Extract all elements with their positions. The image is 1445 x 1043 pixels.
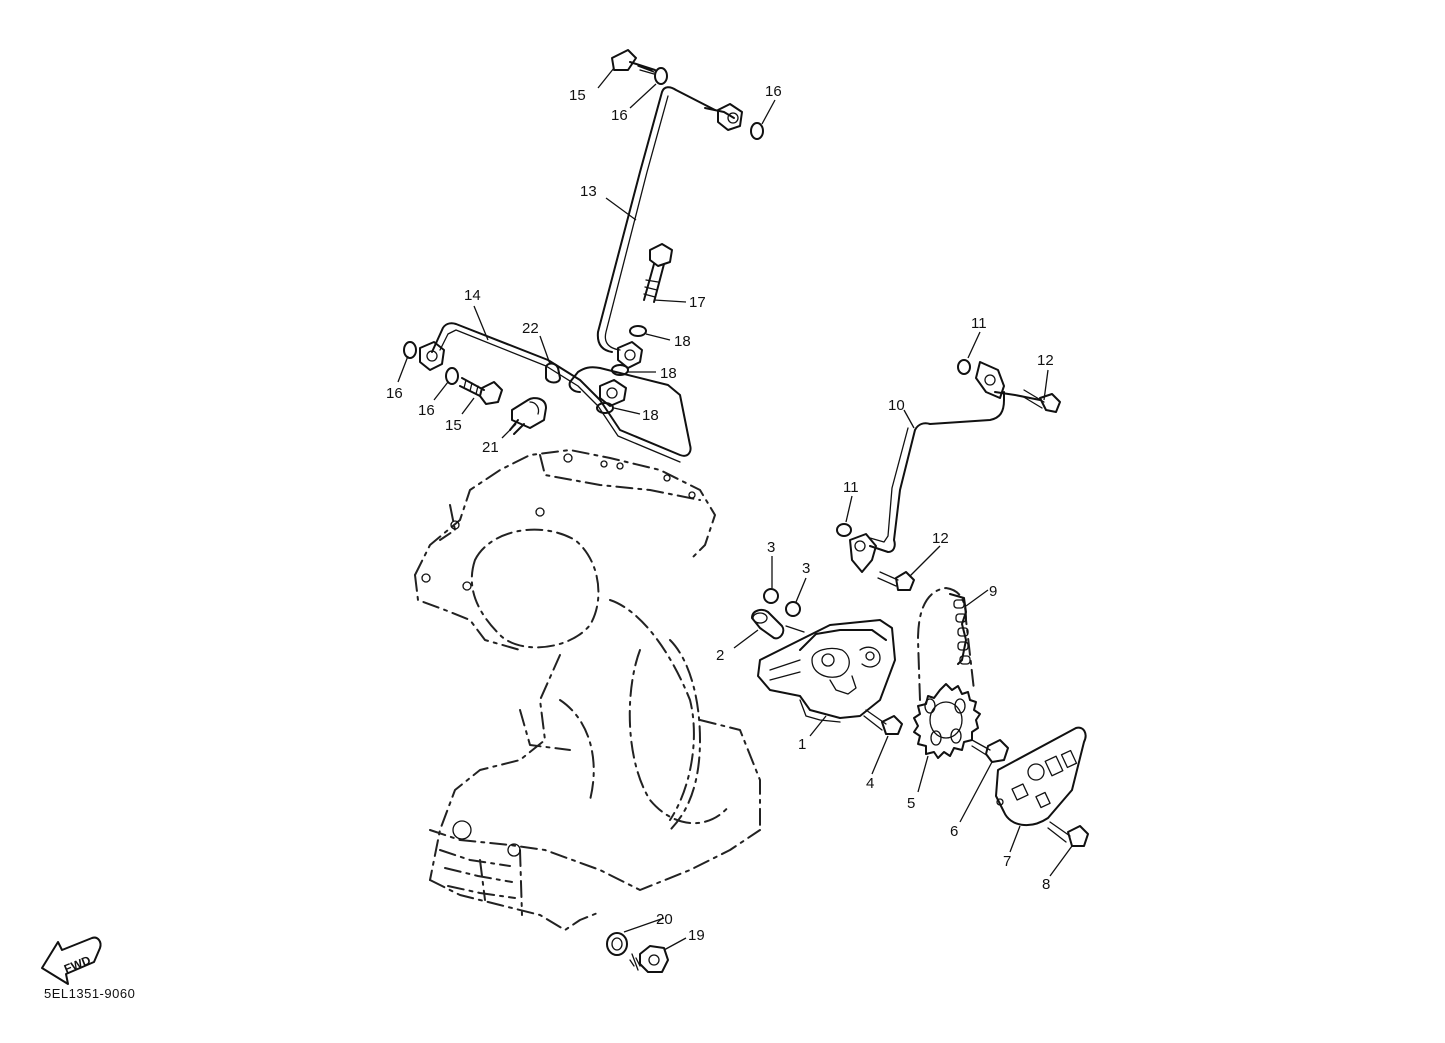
oil-delivery-pipe-14 — [431, 322, 692, 463]
leader-lines — [397, 67, 1073, 951]
callout-15-left: 15 — [445, 417, 462, 434]
oil-pump-sprocket-cover-7 — [995, 726, 1087, 827]
callout-18-b: 18 — [660, 365, 677, 382]
bolt-6 — [971, 739, 1009, 763]
callout-17: 17 — [689, 294, 706, 311]
callout-labels: 15 16 16 13 17 18 18 18 14 22 16 16 15 2… — [386, 83, 1054, 944]
union-bolt-15-left — [459, 377, 503, 405]
oil-pump-assembly-1 — [757, 619, 896, 723]
o-ring-3-a — [763, 588, 779, 604]
oil-pump-drive-sprocket-5 — [913, 683, 981, 759]
callout-3-b: 3 — [802, 560, 810, 577]
callout-7: 7 — [1003, 853, 1011, 870]
callout-5: 5 — [907, 795, 915, 812]
o-ring-3-b — [785, 601, 801, 617]
o-ring-11-lower — [836, 523, 852, 537]
callout-21: 21 — [482, 439, 499, 456]
callout-15-top: 15 — [569, 87, 586, 104]
callout-18-a: 18 — [674, 333, 691, 350]
callout-9: 9 — [989, 583, 997, 600]
washer-18-a — [629, 325, 647, 337]
bolt-12-upper — [1021, 389, 1061, 413]
callout-11-upper: 11 — [971, 315, 987, 332]
pipe-flange-lower — [849, 533, 877, 573]
washer-16-left-b — [445, 367, 459, 385]
oil-delivery-pipe-10 — [869, 391, 1041, 553]
pipe-fitting-top — [717, 103, 743, 131]
diagram-code: 5EL1351-9060 — [44, 986, 135, 1001]
callout-16-top-right: 16 — [765, 83, 782, 100]
callout-16-top-left: 16 — [611, 107, 628, 124]
washer-16-top-b — [750, 122, 764, 140]
callout-11-lower: 11 — [843, 479, 859, 496]
callout-12-upper: 12 — [1037, 352, 1054, 369]
pipe-fitting-left — [419, 341, 445, 371]
o-ring-11-upper — [957, 359, 971, 375]
bolt-12-lower — [877, 571, 915, 591]
union-bolt-17 — [643, 243, 673, 303]
bolt-8 — [1047, 821, 1089, 847]
callout-14: 14 — [464, 287, 481, 304]
callout-22: 22 — [522, 320, 539, 337]
fwd-label: FWD — [62, 953, 93, 976]
callout-13: 13 — [580, 183, 597, 200]
gasket-20 — [606, 932, 628, 956]
bolt-4 — [863, 709, 903, 735]
callout-2: 2 — [716, 647, 724, 664]
oil-delivery-pipe-13 — [596, 86, 735, 353]
callout-6: 6 — [950, 823, 958, 840]
pipe-junction-lower — [599, 379, 627, 407]
callout-4: 4 — [866, 775, 874, 792]
callout-1: 1 — [798, 736, 806, 753]
pipe-flange-upper — [975, 361, 1005, 399]
union-bolt-15-top — [611, 49, 656, 75]
engine-outline — [414, 449, 761, 931]
chain-9 — [917, 587, 975, 701]
fwd-arrow-icon: FWD — [41, 936, 102, 985]
callout-8: 8 — [1042, 876, 1050, 893]
pipe-junction-upper — [617, 341, 643, 369]
drain-bolt-19 — [629, 945, 669, 973]
washer-16-top-a — [654, 67, 668, 85]
callout-20: 20 — [656, 911, 673, 928]
callout-12-lower: 12 — [932, 530, 949, 547]
callout-10: 10 — [888, 397, 905, 414]
gasket-20-hole — [611, 937, 623, 951]
callout-19: 19 — [688, 927, 705, 944]
callout-16-left-a: 16 — [386, 385, 403, 402]
clamp-22 — [545, 362, 561, 384]
collar-2 — [751, 609, 805, 640]
callout-18-c: 18 — [642, 407, 659, 424]
clamp-21 — [509, 397, 547, 435]
callout-16-left-b: 16 — [418, 402, 435, 419]
washer-16-left-a — [403, 341, 417, 359]
callout-3-a: 3 — [767, 539, 775, 556]
